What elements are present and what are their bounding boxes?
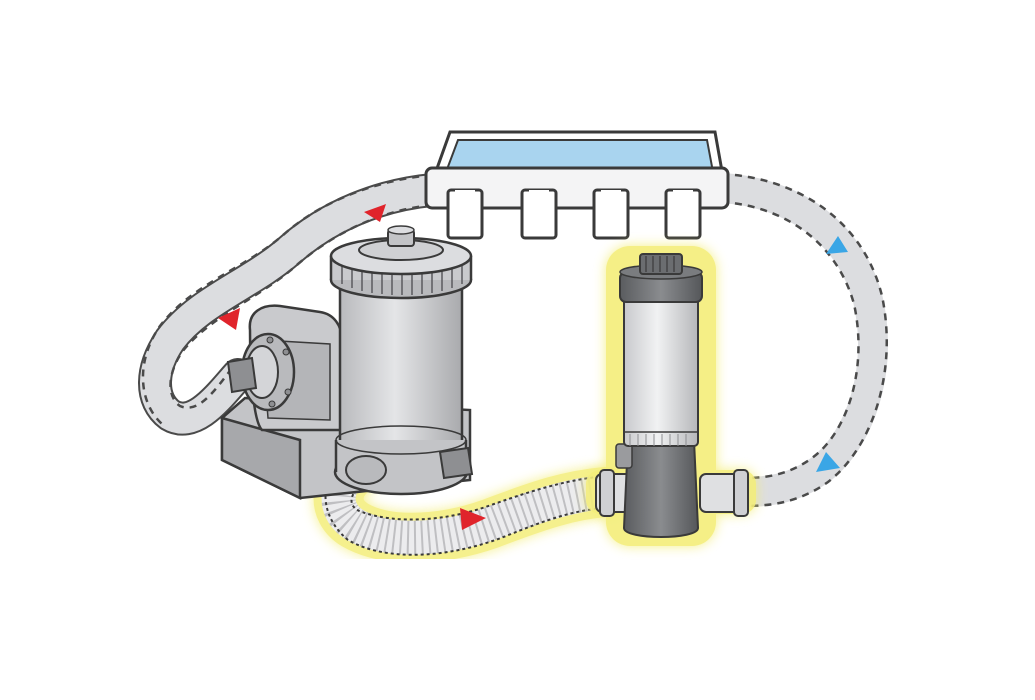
flow-arrows [218,204,848,530]
arrow-red-2 [218,308,240,330]
chlorinator [586,246,756,546]
arrow-blue-1 [826,236,848,254]
arrow-blue-2 [816,452,840,472]
pool [424,130,730,240]
arrow-red-1 [364,204,386,222]
filter-pump [220,225,474,500]
hose-chlorinator-to-pool [707,172,889,508]
hose-pump-to-chlorinator [313,443,630,563]
arrow-red-3 [460,508,486,530]
hose-pool-to-pump [138,173,449,436]
